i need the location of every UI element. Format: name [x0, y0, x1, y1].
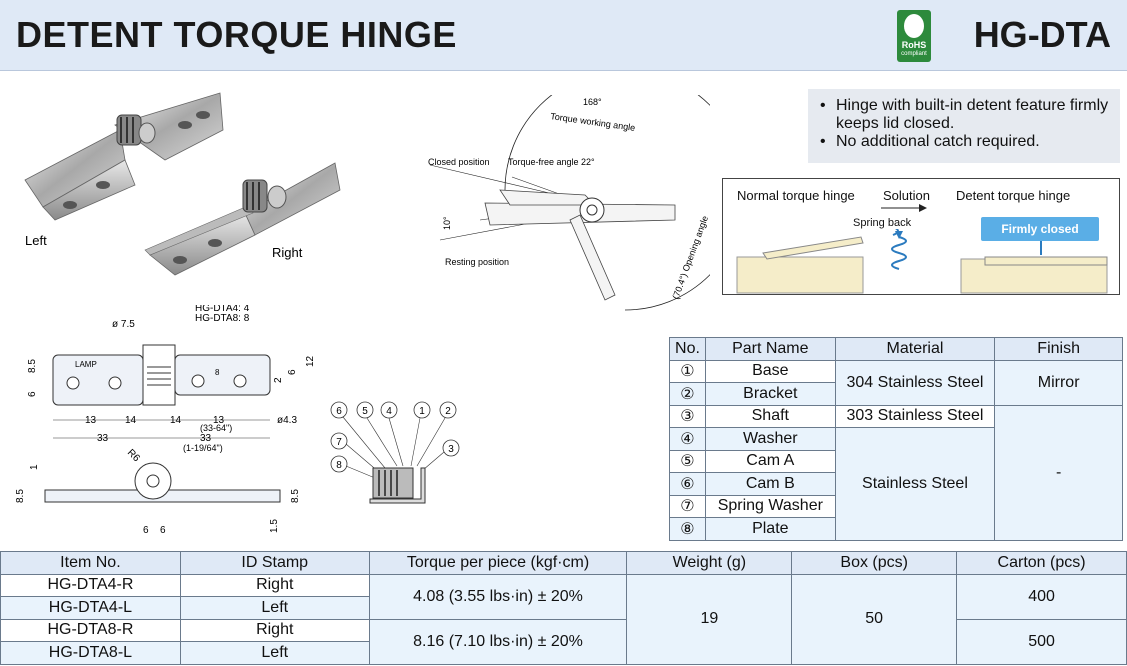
svg-text:2: 2: [445, 406, 451, 417]
rohs-badge: RoHS compliant: [897, 10, 931, 62]
feature-item: Hinge with built-in detent feature firml…: [820, 97, 1120, 133]
table-row: ⑧ Plate: [669, 517, 1123, 541]
svg-text:(70.4°) Opening angle: (70.4°) Opening angle: [670, 214, 710, 300]
svg-text:(1-19/64"): (1-19/64"): [183, 443, 223, 453]
svg-text:8: 8: [215, 368, 220, 377]
svg-text:Closed position: Closed position: [428, 157, 490, 167]
svg-text:4: 4: [386, 406, 392, 417]
svg-text:HG-DTA8: 8: HG-DTA8: 8: [195, 313, 250, 324]
svg-text:LAMP: LAMP: [75, 360, 97, 369]
feature-item: No additional catch required.: [820, 133, 1120, 151]
table-row: ④ Washer Stainless Steel: [669, 427, 1123, 541]
svg-text:ø 7.5: ø 7.5: [112, 319, 135, 330]
left-hinge-image: [24, 92, 224, 221]
svg-text:6: 6: [27, 391, 38, 397]
svg-text:Torque-free angle 22°: Torque-free angle 22°: [508, 157, 595, 167]
table-row: HG-DTA8-L Left: [0, 641, 1127, 665]
table-header-row: No. Part Name Material Finish: [669, 337, 1123, 361]
svg-text:1: 1: [29, 464, 40, 470]
angle-diagram: 168° Torque working angle Closed positio…: [428, 95, 710, 311]
table-row: HG-DTA4-R Right 4.08 (3.55 lbs·in) ± 20%…: [0, 573, 1127, 665]
svg-text:7: 7: [336, 437, 342, 448]
svg-text:Resting position: Resting position: [445, 257, 509, 267]
features-box: Hinge with built-in detent feature firml…: [808, 89, 1120, 163]
svg-text:HG-DTA4: 4: HG-DTA4: 4: [195, 305, 250, 314]
page-title: DETENT TORQUE HINGE: [16, 14, 457, 55]
solution-illustration: [736, 229, 1108, 294]
svg-text:5: 5: [362, 406, 368, 417]
table-row: ③ Shaft 303 Stainless Steel -: [669, 404, 1123, 541]
left-label: Left: [25, 233, 47, 248]
product-code: HG-DTA: [973, 14, 1111, 55]
svg-text:33: 33: [97, 433, 109, 444]
dimension-drawing: LAMP 8 ø 7.5 HG-DTA4: 4 HG-DTA8: 8 8.5 6…: [15, 305, 316, 536]
svg-text:33: 33: [200, 433, 212, 444]
right-hinge-image: [144, 162, 341, 276]
svg-text:ø4.3: ø4.3: [277, 415, 297, 426]
solution-box: Normal torque hinge Solution Detent torq…: [722, 178, 1120, 295]
svg-text:R6: R6: [125, 447, 142, 464]
svg-text:14: 14: [125, 415, 137, 426]
table-row: ⑥ Cam B: [669, 472, 1123, 496]
leaf-icon: [904, 14, 924, 38]
svg-text:6: 6: [160, 525, 166, 536]
page-header: DETENT TORQUE HINGE RoHS compliant HG-DT…: [0, 0, 1127, 71]
svg-text:6: 6: [143, 525, 149, 536]
svg-text:6: 6: [287, 369, 298, 375]
svg-text:(33-64"): (33-64"): [200, 423, 232, 433]
svg-text:6: 6: [336, 406, 342, 417]
svg-text:3: 3: [448, 444, 454, 455]
arrow-right-icon: [881, 204, 927, 212]
svg-text:1.5: 1.5: [269, 519, 280, 533]
svg-text:168°: 168°: [583, 97, 602, 107]
svg-text:Torque working angle: Torque working angle: [550, 111, 636, 133]
svg-text:1: 1: [419, 406, 425, 417]
table-row: ② Bracket: [669, 382, 1123, 406]
table-row: ⑦ Spring Washer: [669, 494, 1123, 518]
items-table: Item No. ID Stamp Torque per piece (kgf·…: [0, 551, 1127, 665]
svg-text:8.5: 8.5: [27, 359, 38, 373]
svg-text:13: 13: [85, 415, 97, 426]
svg-text:13: 13: [213, 415, 225, 426]
svg-text:8.5: 8.5: [15, 489, 26, 503]
table-row: HG-DTA8-R Right 8.16 (7.10 lbs·in) ± 20%…: [0, 618, 1127, 665]
right-label: Right: [272, 245, 303, 260]
svg-text:2: 2: [273, 377, 284, 383]
parts-table: No. Part Name Material Finish ① Base 304…: [669, 337, 1123, 541]
svg-text:14: 14: [170, 415, 182, 426]
svg-text:8.5: 8.5: [290, 489, 301, 503]
exploded-assembly: 6 5 4 1 2 7 3 8: [330, 401, 460, 504]
firmly-closed-label: Firmly closed: [981, 217, 1099, 241]
table-header-row: Item No. ID Stamp Torque per piece (kgf·…: [0, 551, 1127, 575]
table-row: HG-DTA4-L Left: [0, 596, 1127, 620]
table-row: ① Base 304 Stainless Steel Mirror: [669, 359, 1123, 406]
product-photo: Left Right: [24, 92, 341, 276]
svg-text:10°: 10°: [442, 216, 452, 230]
svg-text:8: 8: [336, 460, 342, 471]
svg-text:12: 12: [305, 355, 316, 367]
